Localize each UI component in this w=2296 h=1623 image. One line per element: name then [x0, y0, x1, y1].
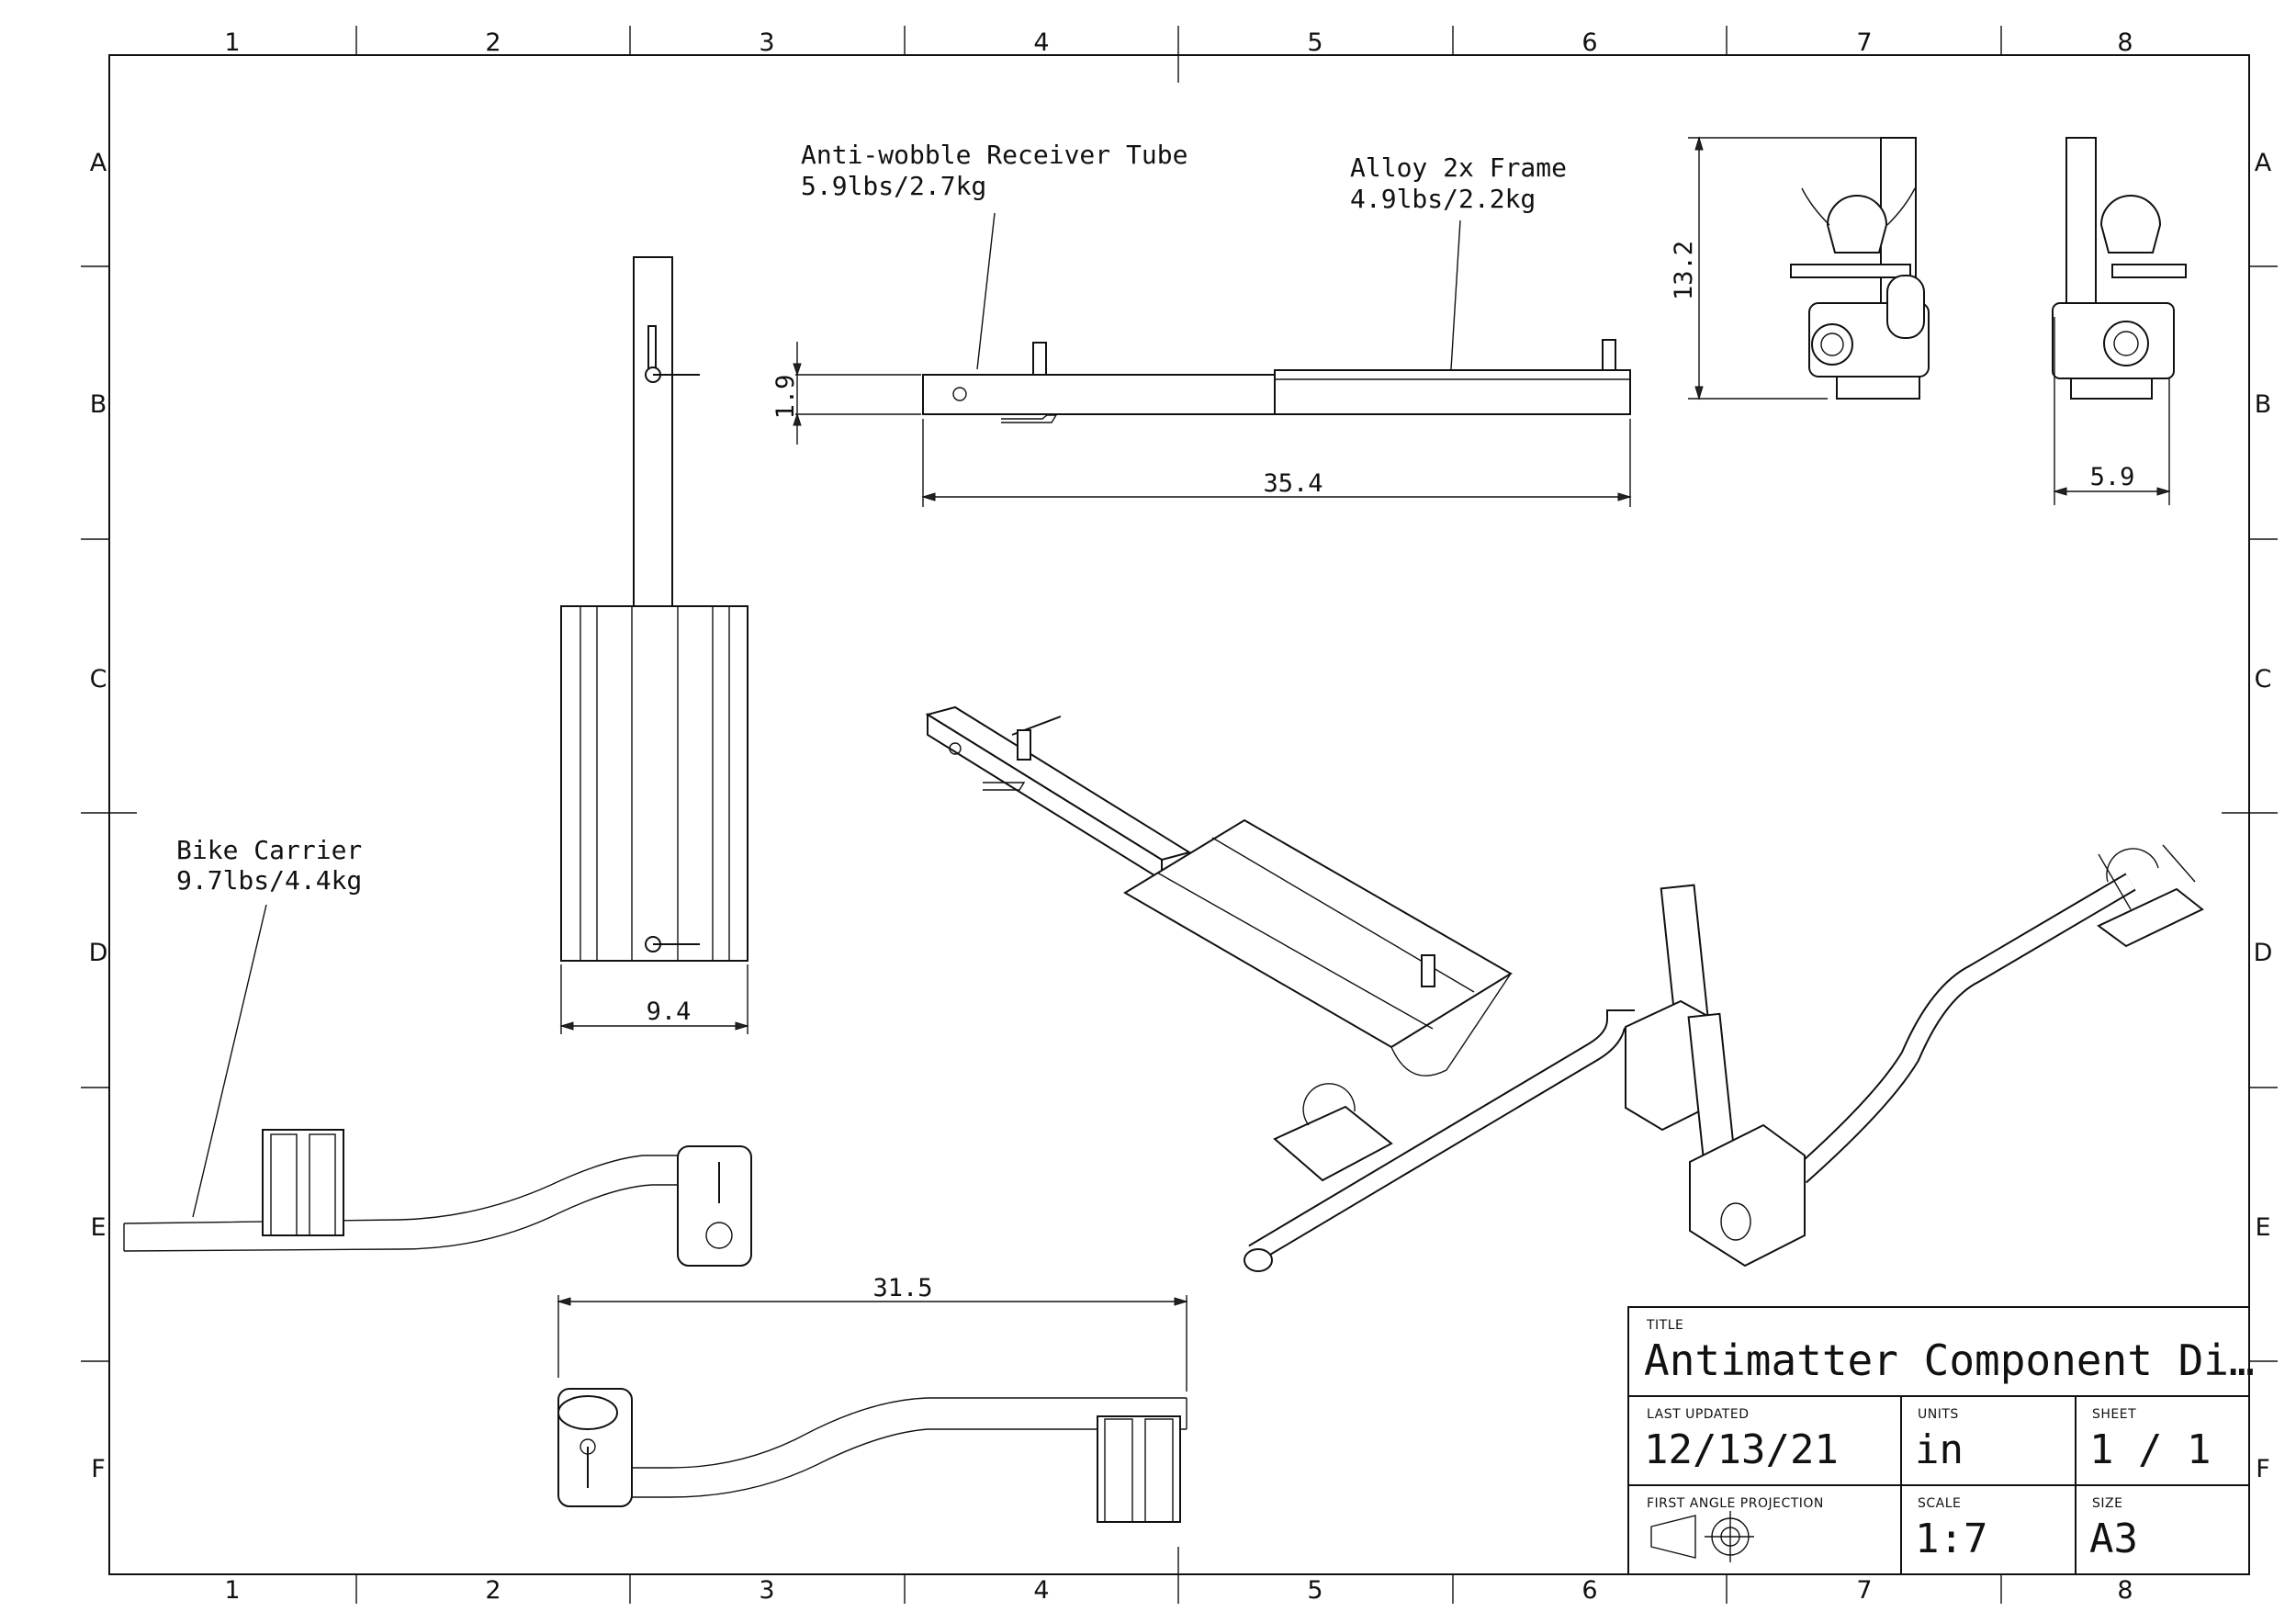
dimension-frame-width: 9.4 — [647, 997, 692, 1026]
col-label: 8 — [2117, 28, 2133, 57]
dimension-end-width: 5.9 — [2090, 463, 2135, 491]
last-updated-label: LAST UPDATED — [1647, 1407, 1749, 1422]
projection-label: FIRST ANGLE PROJECTION — [1647, 1496, 1824, 1511]
callout-frame-name: Alloy 2x Frame — [1350, 152, 1567, 183]
scale-value: 1:7 — [1915, 1516, 1987, 1562]
row-label: D — [89, 939, 108, 967]
dimension-side-height: 13.2 — [1670, 241, 1698, 300]
col-label: 6 — [1581, 1576, 1597, 1605]
row-label: F — [91, 1455, 106, 1483]
last-updated-value: 12/13/21 — [1644, 1426, 1839, 1473]
scale-label: SCALE — [1918, 1496, 1961, 1511]
callout-receiver-tube-name: Anti-wobble Receiver Tube — [801, 140, 1187, 170]
col-label: 2 — [485, 1576, 501, 1605]
side-view-assembly: 1.9 35.4 — [771, 339, 1632, 507]
row-label: A — [90, 149, 107, 177]
zone-labels: 1 2 3 4 5 6 7 8 1 2 3 4 5 6 7 8 A B C D … — [89, 28, 2273, 1605]
callout-frame-weight: 4.9lbs/2.2kg — [1350, 184, 1536, 214]
top-view-frame: 9.4 — [559, 256, 749, 1034]
col-label: 3 — [759, 28, 774, 57]
first-angle-projection-icon — [1650, 1511, 1754, 1562]
row-label: E — [90, 1213, 106, 1242]
callout-receiver-tube: Anti-wobble Receiver Tube 5.9lbs/2.7kg — [801, 140, 1187, 370]
carrier-bottom-view: 31.5 — [557, 1274, 1188, 1523]
col-label: 4 — [1033, 1576, 1049, 1605]
callout-bike-carrier-weight: 9.7lbs/4.4kg — [176, 865, 362, 896]
row-label: A — [2255, 149, 2272, 177]
size-value: A3 — [2089, 1516, 2138, 1562]
row-label: D — [2254, 939, 2273, 967]
row-label: B — [2255, 390, 2272, 419]
size-label: SIZE — [2092, 1496, 2122, 1511]
end-view-left: 13.2 — [1670, 136, 1930, 400]
dimension-assembly-length: 35.4 — [1263, 469, 1322, 498]
units-value: in — [1915, 1426, 1964, 1473]
col-label: 7 — [1856, 28, 1872, 57]
row-label: C — [2255, 665, 2272, 693]
isometric-frame — [925, 705, 1513, 1076]
units-label: UNITS — [1918, 1407, 1959, 1422]
title-label: TITLE — [1646, 1318, 1683, 1333]
col-label: 1 — [224, 1576, 240, 1605]
sheet-value: 1 / 1 — [2089, 1426, 2211, 1473]
sheet-label: SHEET — [2092, 1407, 2136, 1422]
sheet-border — [81, 26, 2278, 1604]
isometric-bike-carrier — [1244, 844, 2204, 1272]
row-label: C — [90, 665, 107, 693]
col-label: 1 — [224, 28, 240, 57]
carrier-side-view: Bike Carrier 9.7lbs/4.4kg — [123, 835, 752, 1267]
col-label: 8 — [2117, 1576, 2133, 1605]
dimension-tube-height: 1.9 — [771, 375, 800, 420]
row-label: B — [90, 390, 107, 419]
callout-receiver-tube-weight: 5.9lbs/2.7kg — [801, 171, 986, 201]
col-label: 5 — [1307, 1576, 1322, 1605]
row-label: E — [2255, 1213, 2270, 1242]
callout-bike-carrier-name: Bike Carrier — [176, 835, 362, 865]
end-view-right: 5.9 — [2052, 137, 2187, 505]
callout-frame: Alloy 2x Frame 4.9lbs/2.2kg — [1350, 152, 1567, 370]
drawing-title: Antimatter Component Di… — [1644, 1336, 2255, 1385]
col-label: 3 — [759, 1576, 774, 1605]
col-label: 5 — [1307, 28, 1322, 57]
dimension-carrier-length: 31.5 — [872, 1274, 932, 1302]
col-label: 7 — [1856, 1576, 1872, 1605]
title-block: TITLE Antimatter Component Di… LAST UPDA… — [1627, 1306, 2255, 1575]
col-label: 6 — [1581, 28, 1597, 57]
row-label: F — [2256, 1455, 2270, 1483]
col-label: 2 — [485, 28, 501, 57]
col-label: 4 — [1033, 28, 1049, 57]
